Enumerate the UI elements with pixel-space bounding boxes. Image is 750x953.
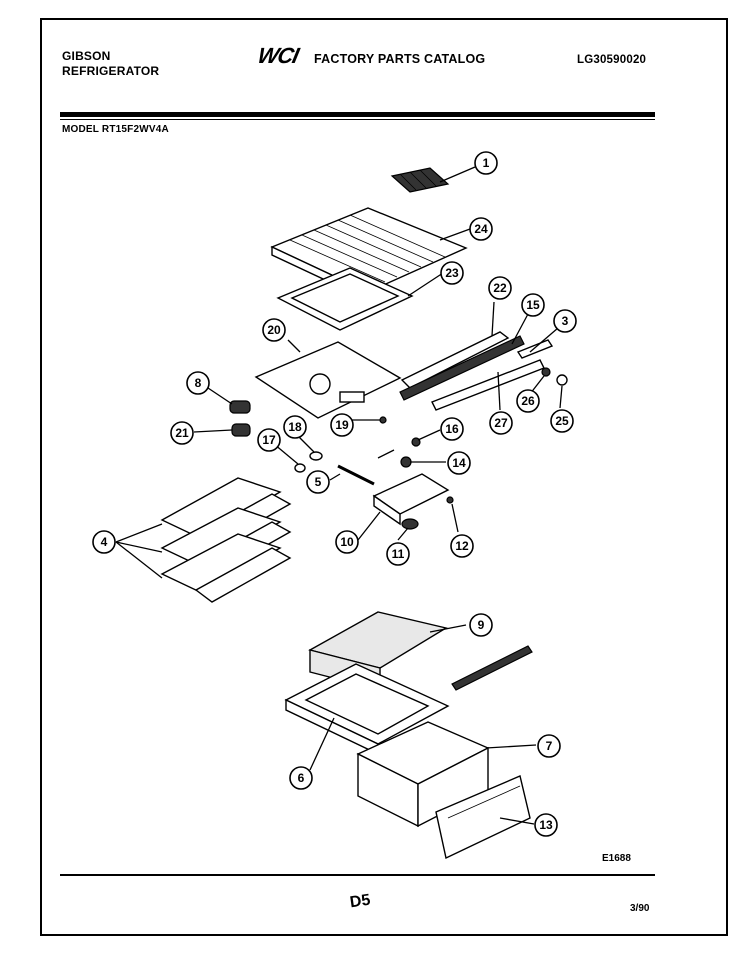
callout-14: 14 <box>447 451 471 475</box>
callout-18: 18 <box>283 415 307 439</box>
callout-label: 25 <box>555 414 569 428</box>
callout-13: 13 <box>534 813 558 837</box>
callout-label: 20 <box>267 323 281 337</box>
part-4-shelves <box>160 477 292 603</box>
callout-label: 19 <box>335 418 349 432</box>
callout-15: 15 <box>521 293 545 317</box>
figure-code: E1688 <box>602 853 631 864</box>
part-23-shelf-frame <box>276 267 414 331</box>
part-7-crisper-drawer <box>356 721 490 828</box>
callout-label: 18 <box>288 420 302 434</box>
callout-label: 16 <box>445 422 459 436</box>
callout-26: 26 <box>516 389 540 413</box>
callout-3: 3 <box>553 309 577 333</box>
callout-label: 10 <box>340 535 354 549</box>
part-5-14-16 <box>337 437 421 486</box>
callout-label: 12 <box>455 539 469 553</box>
rail-parts <box>399 331 568 411</box>
callout-20: 20 <box>262 318 286 342</box>
callout-21: 21 <box>170 421 194 445</box>
callout-22: 22 <box>488 276 512 300</box>
callout-8: 8 <box>186 371 210 395</box>
callout-27: 27 <box>489 411 513 435</box>
callout-label: 14 <box>452 456 466 470</box>
callout-6: 6 <box>289 766 313 790</box>
callout-4: 4 <box>92 530 116 554</box>
callout-label: 5 <box>315 475 322 489</box>
page-number: D5 <box>348 891 372 912</box>
model-line: MODEL RT15F2WV4A <box>62 124 169 135</box>
callout-24: 24 <box>469 217 493 241</box>
footer-rule <box>60 874 655 876</box>
callout-label: 13 <box>539 818 553 832</box>
callout-label: 27 <box>494 416 508 430</box>
catalog-number: LG30590020 <box>577 54 647 66</box>
callout-label: 22 <box>493 281 507 295</box>
callout-23: 23 <box>440 261 464 285</box>
callout-label: 21 <box>175 426 189 440</box>
callout-label: 1 <box>483 156 490 170</box>
callout-7: 7 <box>537 734 561 758</box>
part-13-drawer-front <box>435 775 531 860</box>
callout-25: 25 <box>550 409 574 433</box>
callout-label: 4 <box>101 535 108 549</box>
callout-17: 17 <box>257 428 281 452</box>
callout-12: 12 <box>450 534 474 558</box>
brand-line-2: REFRIGERATOR <box>62 64 160 78</box>
callout-1: 1 <box>474 151 498 175</box>
callout-label: 15 <box>526 298 540 312</box>
callout-5: 5 <box>306 470 330 494</box>
brand-line-1: GIBSON <box>62 49 111 63</box>
callout-9: 9 <box>469 613 493 637</box>
part-8-21-knobs <box>229 400 251 437</box>
callout-16: 16 <box>440 417 464 441</box>
callout-label: 24 <box>474 222 488 236</box>
header-rule-thick <box>60 112 655 117</box>
callout-label: 26 <box>521 394 535 408</box>
header-rule-thin <box>60 119 655 120</box>
callout-label: 11 <box>392 547 405 561</box>
part-1-grille <box>390 167 450 193</box>
callout-label: 23 <box>445 266 459 280</box>
callout-label: 8 <box>195 376 202 390</box>
leader-lines <box>115 166 563 825</box>
callout-label: 9 <box>478 618 485 632</box>
callout-10: 10 <box>335 530 359 554</box>
callout-11: 11 <box>386 542 410 566</box>
callout-19: 19 <box>330 413 354 437</box>
callout-label: 6 <box>298 771 305 785</box>
callout-label: 7 <box>546 739 553 753</box>
callout-label: 3 <box>562 314 569 328</box>
date-code: 3/90 <box>630 903 650 914</box>
part-20-control-plate <box>254 341 402 419</box>
callout-label: 17 <box>262 433 276 447</box>
catalog-title: FACTORY PARTS CATALOG <box>314 52 486 66</box>
brand-block: GIBSON REFRIGERATOR <box>62 49 159 79</box>
part-17-18-19 <box>294 416 387 473</box>
page-frame <box>40 18 728 936</box>
part-6-crisper-frame <box>284 663 450 756</box>
part-10-11-12 <box>372 473 454 530</box>
